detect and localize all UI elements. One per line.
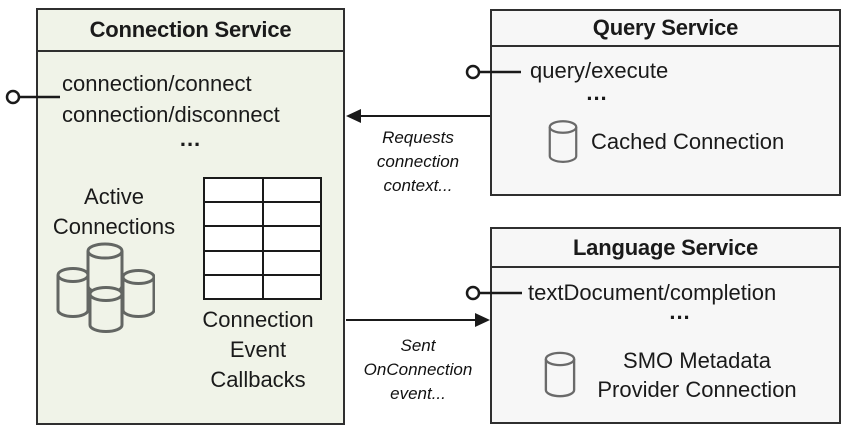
language-service-box: Language Service textDocument/completion… (490, 227, 841, 424)
active-connections-label: Active Connections (52, 184, 176, 239)
database-cluster-icon (56, 242, 155, 333)
table-cell (205, 203, 262, 226)
requests-connection-context-label: Requests connection context... (376, 128, 460, 195)
table-cell (263, 179, 320, 202)
table-cell (263, 227, 320, 250)
connection-service-box: Connection Service connection/connect co… (36, 8, 345, 425)
cached-connection-label: Cached Connection (591, 129, 785, 154)
query-service-title: Query Service (492, 11, 839, 47)
smo-metadata-provider-connection-label: SMO Metadata Provider Connection (597, 348, 797, 402)
endpoint-query-execute: query/execute (530, 58, 669, 83)
table-cell (263, 251, 320, 274)
connection-service-title: Connection Service (38, 10, 343, 52)
table-cell (263, 275, 320, 298)
database-icon (56, 267, 90, 318)
endpoint-disconnect: connection/disconnect (62, 102, 280, 127)
smo-connection-row: SMO Metadata Provider Connection (544, 346, 804, 404)
connection-service-endpoints: connection/connect connection/disconnect (62, 68, 280, 130)
query-service-box: Query Service query/execute ... Cached C… (490, 9, 841, 196)
connection-event-callbacks-label: Connection Event Callbacks (202, 307, 314, 392)
database-icon (121, 269, 155, 318)
language-endpoints-ellipsis: ... (669, 299, 691, 324)
table-cell (205, 227, 262, 250)
table-cell (205, 251, 262, 274)
table-cell (205, 275, 262, 298)
table-cell (205, 179, 262, 202)
database-icon (544, 351, 576, 398)
table-cell (263, 203, 320, 226)
requests-connection-arrow (346, 109, 490, 123)
cached-connection-row: Cached Connection (548, 119, 784, 165)
query-endpoints-ellipsis: ... (586, 80, 608, 105)
sent-onconnection-arrow (346, 313, 490, 327)
connection-endpoints-ellipsis: ... (179, 126, 202, 151)
database-icon (88, 286, 124, 333)
database-icon (548, 120, 578, 163)
sent-onconnection-event-label: Sent OnConnection event... (363, 336, 473, 403)
endpoint-connect: connection/connect (62, 71, 252, 96)
endpoint-textdocument-completion: textDocument/completion (528, 280, 777, 305)
language-service-title: Language Service (492, 229, 839, 268)
database-icon (86, 242, 124, 295)
callbacks-table-grid (203, 177, 322, 300)
